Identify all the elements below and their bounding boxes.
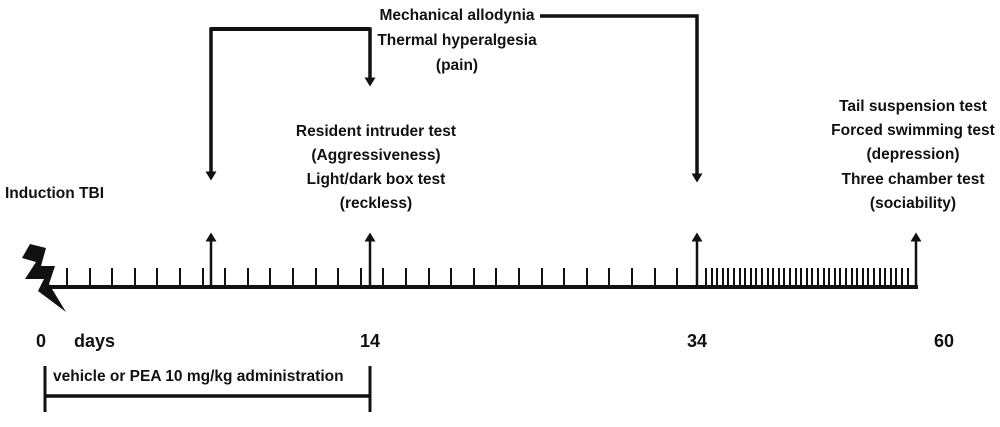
pain-bracket [205,14,703,183]
mid-tests-line1: Resident intruder test [296,123,456,140]
day-ticks [66,268,909,287]
mid-tests-line3: Light/dark box test [307,171,446,188]
treatment-bracket [43,366,372,412]
day-60-label: 60 [934,331,954,351]
induction-label: Induction TBI [5,185,104,202]
pain-label-line1: Mechanical allodynia [379,7,534,24]
pain-bracket-right [540,14,703,183]
right-tests-line3: (depression) [866,146,959,163]
test-day-arrows [205,232,922,287]
right-tests-line4: Three chamber test [842,171,985,188]
day-0-label: 0 [36,331,46,351]
days-unit-label: days [74,331,115,351]
pain-label-line3: (pain) [436,57,478,74]
day-34-label: 34 [687,331,707,351]
mid-tests-line2: (Aggressiveness) [311,147,440,164]
day-14-label: 14 [360,331,380,351]
mid-tests-line4: (reckless) [340,195,412,212]
lightning-bolt-icon [22,244,66,312]
pain-label-line2: Thermal hyperalgesia [377,32,537,49]
treatment-label: vehicle or PEA 10 mg/kg administration [53,368,344,385]
right-tests-line1: Tail suspension test [839,98,987,115]
right-tests-line2: Forced swimming test [831,122,995,139]
right-tests-line5: (sociability) [870,195,956,212]
